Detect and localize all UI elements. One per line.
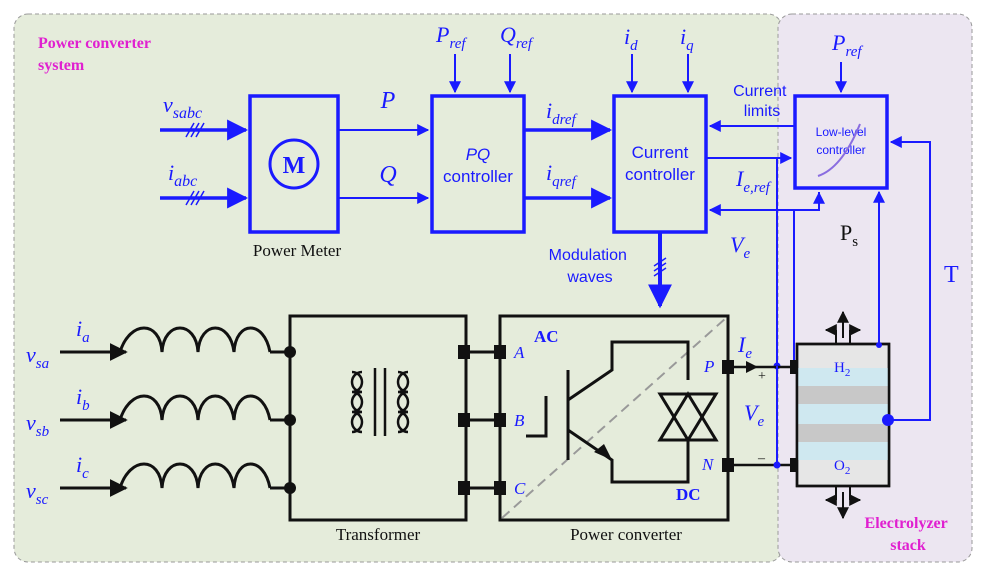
converter-diagonal bbox=[501, 317, 727, 519]
region-title-line2: system bbox=[38, 57, 85, 74]
qref-label: Qref bbox=[500, 22, 534, 52]
terminal-p-label: P bbox=[703, 357, 714, 376]
dc-terminal-p bbox=[722, 360, 734, 374]
modulation-tick1 bbox=[653, 257, 667, 267]
current-limits-line2: limits bbox=[744, 103, 780, 120]
converter-ac-label: AC bbox=[534, 327, 559, 346]
current-limits-label: Current limits bbox=[733, 83, 791, 120]
pref-pq-label: Pref bbox=[435, 22, 467, 52]
pq-controller-line1: PQ bbox=[466, 145, 491, 164]
phase-b-i-label: ib bbox=[76, 384, 90, 414]
iabc-label: iabc bbox=[168, 160, 197, 190]
transformer-symbol bbox=[350, 368, 410, 436]
h2-label: H2 bbox=[834, 360, 850, 379]
vsabc-input bbox=[160, 119, 249, 141]
current-controller-line1: Current bbox=[632, 143, 689, 162]
iabc-input bbox=[160, 187, 249, 209]
stack-terminal-p bbox=[790, 360, 798, 374]
electrolyzer-title-line1: Electrolyzer bbox=[865, 515, 948, 532]
phase-c bbox=[60, 462, 296, 497]
q-label: Q bbox=[379, 162, 396, 188]
terminal-a: A bbox=[513, 343, 525, 362]
vsabc-label: vsabc bbox=[163, 92, 202, 122]
current-controller-line2: controller bbox=[625, 165, 695, 184]
dc-terminal-n bbox=[722, 458, 734, 472]
modulation-tick3 bbox=[653, 267, 667, 277]
temperature-sensor-dot bbox=[882, 414, 894, 426]
igbt-emitter-arrow-icon bbox=[594, 444, 612, 460]
low-level-controller-block bbox=[793, 94, 889, 190]
iq-label: iq bbox=[680, 24, 694, 54]
power-converter-label: Power converter bbox=[570, 525, 682, 544]
t-label: T bbox=[944, 262, 959, 288]
region-title-line1: Power converter bbox=[38, 35, 151, 52]
phase-c-v-label: vsc bbox=[26, 478, 49, 508]
minus-sign: – bbox=[757, 451, 766, 466]
pref-ll-label: Pref bbox=[831, 30, 863, 60]
terminal-n-label: N bbox=[701, 455, 715, 474]
power-converter-block bbox=[498, 314, 730, 522]
power-meter-block bbox=[248, 94, 340, 234]
plus-sign: + bbox=[758, 369, 766, 384]
phase-a-v-label: vsa bbox=[26, 342, 49, 372]
power-meter-label: Power Meter bbox=[253, 241, 342, 260]
transformer-label: Transformer bbox=[336, 525, 421, 544]
iqref-label: iqref bbox=[546, 160, 578, 190]
id-label: id bbox=[624, 24, 638, 54]
current-limits-line1: Current bbox=[733, 83, 787, 100]
ps-sensor-dot bbox=[876, 342, 882, 348]
phase-a-i-label: ia bbox=[76, 316, 90, 346]
converter-dc-label: DC bbox=[676, 485, 701, 504]
diode-icon bbox=[657, 391, 719, 442]
modulation-label: Modulation waves bbox=[549, 247, 632, 286]
ve-mid-label: Ve bbox=[744, 400, 764, 430]
ie-arrow-icon bbox=[746, 361, 758, 373]
meter-symbol: M bbox=[283, 153, 306, 179]
electrolyzer-stack bbox=[795, 342, 891, 488]
pq-controller-line2: controller bbox=[443, 167, 513, 186]
terminal-b: B bbox=[514, 411, 525, 430]
ie-label: Ie bbox=[737, 332, 752, 362]
terminal-c: C bbox=[514, 479, 526, 498]
low-level-line2: controller bbox=[816, 143, 865, 157]
o2-label: O2 bbox=[834, 458, 850, 477]
idref-label: idref bbox=[546, 98, 578, 128]
power-converter-region-title: Power converter system bbox=[38, 35, 155, 74]
ieref-label: Ie,ref bbox=[735, 166, 772, 196]
phase-c-i-label: ic bbox=[76, 452, 89, 482]
low-level-curve bbox=[817, 123, 861, 177]
modulation-line1: Modulation bbox=[549, 247, 627, 264]
pq-controller-block bbox=[430, 94, 526, 234]
t-line bbox=[888, 136, 931, 421]
ps-label: Ps bbox=[840, 220, 858, 250]
modulation-line2: waves bbox=[566, 269, 612, 286]
low-level-line1: Low-level bbox=[816, 125, 867, 139]
modulation-tick2 bbox=[653, 262, 667, 272]
ve-top-label: Ve bbox=[730, 232, 750, 262]
electrolyzer-title-line2: stack bbox=[890, 537, 926, 554]
p-label: P bbox=[380, 88, 396, 114]
meter-circle bbox=[268, 138, 320, 190]
electrolyzer-region-title: Electrolyzer stack bbox=[865, 515, 952, 554]
h2-outlet-icon bbox=[824, 310, 862, 344]
power-converter-region bbox=[13, 13, 783, 563]
stack-terminal-n bbox=[790, 458, 798, 472]
o2-outlet-icon bbox=[824, 486, 862, 520]
phase-b-v-label: vsb bbox=[26, 410, 50, 440]
